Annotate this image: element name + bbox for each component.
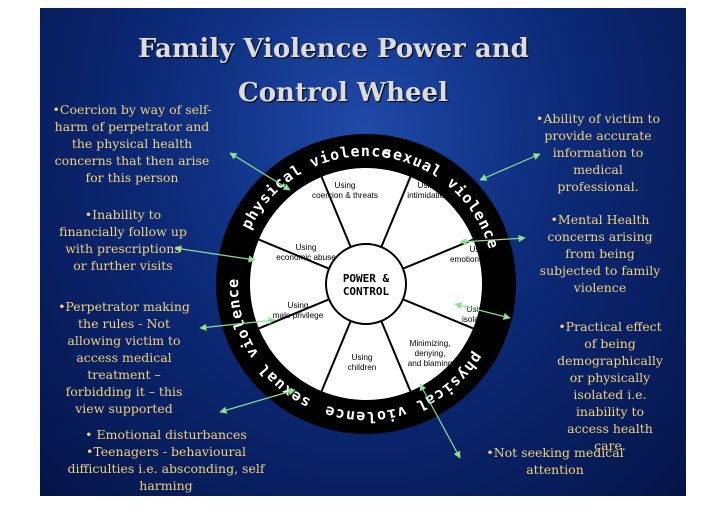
wheel-spoke: [258, 238, 330, 270]
center-label: POWER &: [343, 272, 390, 285]
segment-label: Minimizing,denying,and blaming: [408, 339, 453, 368]
wheel-spoke: [320, 176, 352, 248]
wheel-spoke: [380, 176, 412, 248]
connector-arrow: [419, 383, 461, 459]
note-isolation: •Practical effect of being demographical…: [557, 319, 663, 453]
connector-arrow: [479, 153, 541, 181]
connector-arrow: [174, 245, 256, 263]
connector-arrow: [454, 302, 511, 320]
note-perpetrator-rules: •Perpetrator making the rules - Not allo…: [58, 299, 190, 416]
note-ability-victim: •Ability of victim to provide accurate i…: [535, 111, 661, 194]
wheel-spoke: [320, 320, 352, 392]
wheel-spoke: [402, 298, 474, 330]
title-line-1: Family Violence Power and: [138, 34, 529, 64]
note-emotional: • Emotional disturbances •Teenagers - be…: [67, 427, 265, 493]
connector-arrow: [459, 234, 526, 246]
title-line-2: Control Wheel: [238, 78, 448, 108]
note-coercion: •Coercion by way of self-harm of perpetr…: [52, 102, 212, 185]
note-not-seeking: •Not seeking medical attention: [486, 445, 624, 477]
connector-arrow: [229, 152, 291, 191]
center-hub: [325, 243, 407, 325]
connector-arrow: [219, 388, 296, 414]
connector-arrow: [199, 317, 276, 331]
center-label: CONTROL: [343, 285, 390, 298]
note-mental-health: •Mental Health concerns arising from bei…: [539, 212, 661, 295]
note-financial: •Inability to financially follow up with…: [59, 207, 187, 273]
wheel-spoke: [380, 320, 412, 392]
